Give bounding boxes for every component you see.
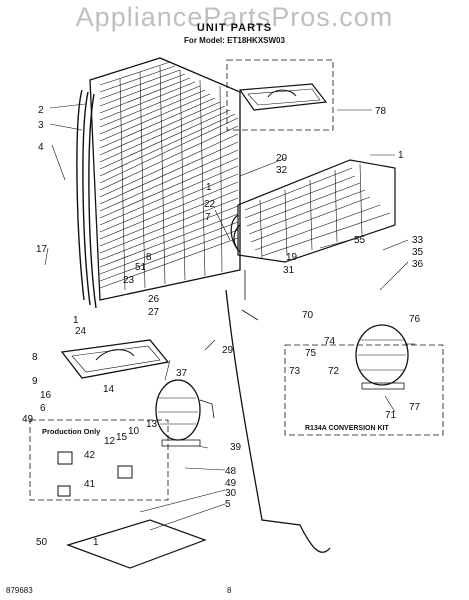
drain-pan — [60, 339, 170, 379]
callout-74: 74 — [324, 336, 336, 347]
callout-8-left: 8 — [32, 352, 38, 363]
conversion-kit-label: R134A CONVERSION KIT — [305, 425, 389, 432]
callout-39: 39 — [230, 442, 242, 453]
callout-17: 17 — [36, 244, 48, 255]
watermark: AppliancePartsPros.com — [75, 2, 394, 32]
callout-29: 29 — [222, 345, 234, 356]
callout-12: 12 — [104, 436, 116, 447]
callout-55: 55 — [354, 235, 366, 246]
production-only-label: Production Only — [42, 427, 101, 436]
callout-49-right: 49 — [225, 478, 237, 489]
callout-72: 72 — [328, 366, 340, 377]
callout-2: 2 — [38, 105, 44, 116]
callout-27: 27 — [148, 307, 160, 318]
callout-4: 4 — [38, 142, 44, 153]
callout-31: 31 — [283, 265, 295, 276]
callout-51: 51 — [135, 262, 147, 273]
callout-22: 22 — [204, 199, 216, 210]
callout-77: 77 — [409, 402, 421, 413]
callout-19: 19 — [286, 252, 298, 263]
callout-1-top: 1 — [206, 182, 212, 193]
callout-78: 78 — [375, 106, 387, 117]
callout-24: 24 — [75, 326, 87, 337]
callout-73: 73 — [289, 366, 301, 377]
leader-lines — [44, 103, 415, 531]
callout-41: 41 — [84, 479, 96, 490]
callout-26: 26 — [148, 294, 160, 305]
callout-3: 3 — [38, 120, 44, 131]
callout-1-right: 1 — [398, 150, 404, 161]
callout-9: 9 — [32, 376, 38, 387]
conversion-kit-box — [284, 344, 444, 436]
callout-1-bottom: 1 — [93, 537, 99, 548]
callout-70: 70 — [302, 310, 314, 321]
callout-42: 42 — [84, 450, 96, 461]
drain-pan-top — [226, 59, 334, 131]
callout-1-left: 1 — [73, 315, 79, 326]
callout-14: 14 — [103, 384, 115, 395]
callout-37: 37 — [176, 368, 188, 379]
model-line: For Model: ET18HKXSW03 — [184, 36, 285, 45]
callout-48: 48 — [225, 466, 237, 477]
diagram-title: UNIT PARTS — [196, 22, 273, 34]
callout-5: 5 — [225, 499, 231, 510]
callout-75: 75 — [305, 348, 317, 359]
callout-7: 7 — [205, 212, 211, 223]
footer-code: 879683 — [6, 586, 33, 595]
callout-8: 8 — [146, 252, 152, 263]
page-number: 8 — [227, 586, 232, 595]
base-and-tubing — [66, 270, 331, 569]
callout-50: 50 — [36, 537, 48, 548]
compressor — [155, 379, 215, 447]
callout-76: 76 — [409, 314, 421, 325]
callout-32: 32 — [276, 165, 288, 176]
callout-20: 20 — [276, 153, 288, 164]
callout-30: 30 — [225, 488, 237, 499]
callout-13: 13 — [146, 419, 158, 430]
callout-6: 6 — [40, 403, 46, 414]
evaporator-coil — [230, 159, 396, 263]
callout-71: 71 — [385, 410, 397, 421]
callout-36: 36 — [412, 259, 424, 270]
callout-15: 15 — [116, 432, 128, 443]
conversion-compressor — [355, 324, 409, 390]
callout-23: 23 — [123, 275, 135, 286]
callout-35: 35 — [412, 247, 424, 258]
condenser-coil — [76, 57, 241, 309]
callout-49-left: 49 — [22, 414, 34, 425]
callout-33: 33 — [412, 235, 424, 246]
callout-16: 16 — [40, 390, 52, 401]
production-only-box — [29, 419, 169, 501]
callout-10: 10 — [128, 426, 140, 437]
